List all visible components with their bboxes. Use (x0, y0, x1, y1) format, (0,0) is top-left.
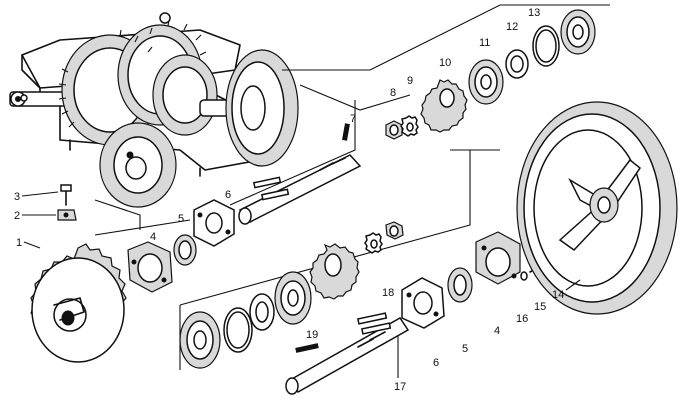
label-6b: 6 (433, 357, 439, 369)
label-11: 11 (479, 37, 490, 49)
label-19: 19 (306, 329, 318, 341)
ring-lower-a (223, 307, 253, 353)
seal-5b (447, 267, 473, 303)
label-8: 8 (390, 87, 396, 99)
keys-upper (252, 176, 290, 201)
keys-lower (295, 312, 392, 353)
label-2: 2 (14, 210, 20, 222)
label-17: 17 (394, 381, 406, 393)
label-5a: 5 (178, 213, 184, 225)
label-10: 10 (439, 57, 451, 69)
bearing-lower-b (274, 271, 312, 325)
shaft-17 (285, 317, 410, 395)
bolt-3 (60, 184, 72, 206)
flange-4a (127, 241, 173, 293)
label-14: 14 (552, 289, 564, 301)
bearing-top-right (560, 9, 596, 55)
label-3: 3 (14, 191, 20, 203)
ring-13 (532, 25, 560, 67)
label-15: 15 (534, 301, 546, 313)
label-12: 12 (506, 21, 518, 33)
label-4b: 4 (494, 325, 500, 337)
seal-5a (173, 234, 197, 266)
label-16: 16 (516, 313, 528, 325)
nut-2 (57, 209, 77, 221)
label-5b: 5 (462, 343, 468, 355)
bearing-lower-a (179, 311, 221, 369)
gearbox-assembly (9, 12, 299, 208)
part-labels: 1 2 3 4 5 6 7 8 9 10 11 12 13 14 15 16 1… (14, 7, 581, 393)
spacer-lower-a (249, 293, 275, 331)
label-7: 7 (350, 113, 356, 125)
label-1: 1 (16, 237, 22, 249)
label-9: 9 (407, 75, 413, 87)
washer-lower (364, 232, 383, 254)
gasket-6b (401, 277, 445, 329)
label-6a: 6 (225, 189, 231, 201)
wheel-14 (516, 101, 678, 315)
nut-lower (385, 221, 404, 240)
gear-10 (420, 79, 468, 133)
spacer-12 (505, 49, 529, 79)
flange-4b (475, 231, 521, 285)
shaft-7 (238, 123, 362, 225)
nut-8 (385, 120, 403, 140)
sprocket-1 (30, 243, 127, 363)
label-4a: 4 (150, 231, 156, 243)
washer-9 (400, 115, 419, 137)
gasket-6a (193, 199, 235, 247)
washer-16 (520, 271, 528, 281)
gear-lower (309, 243, 360, 300)
label-13: 13 (528, 7, 540, 19)
bearing-11 (468, 59, 504, 105)
label-18: 18 (382, 287, 394, 299)
